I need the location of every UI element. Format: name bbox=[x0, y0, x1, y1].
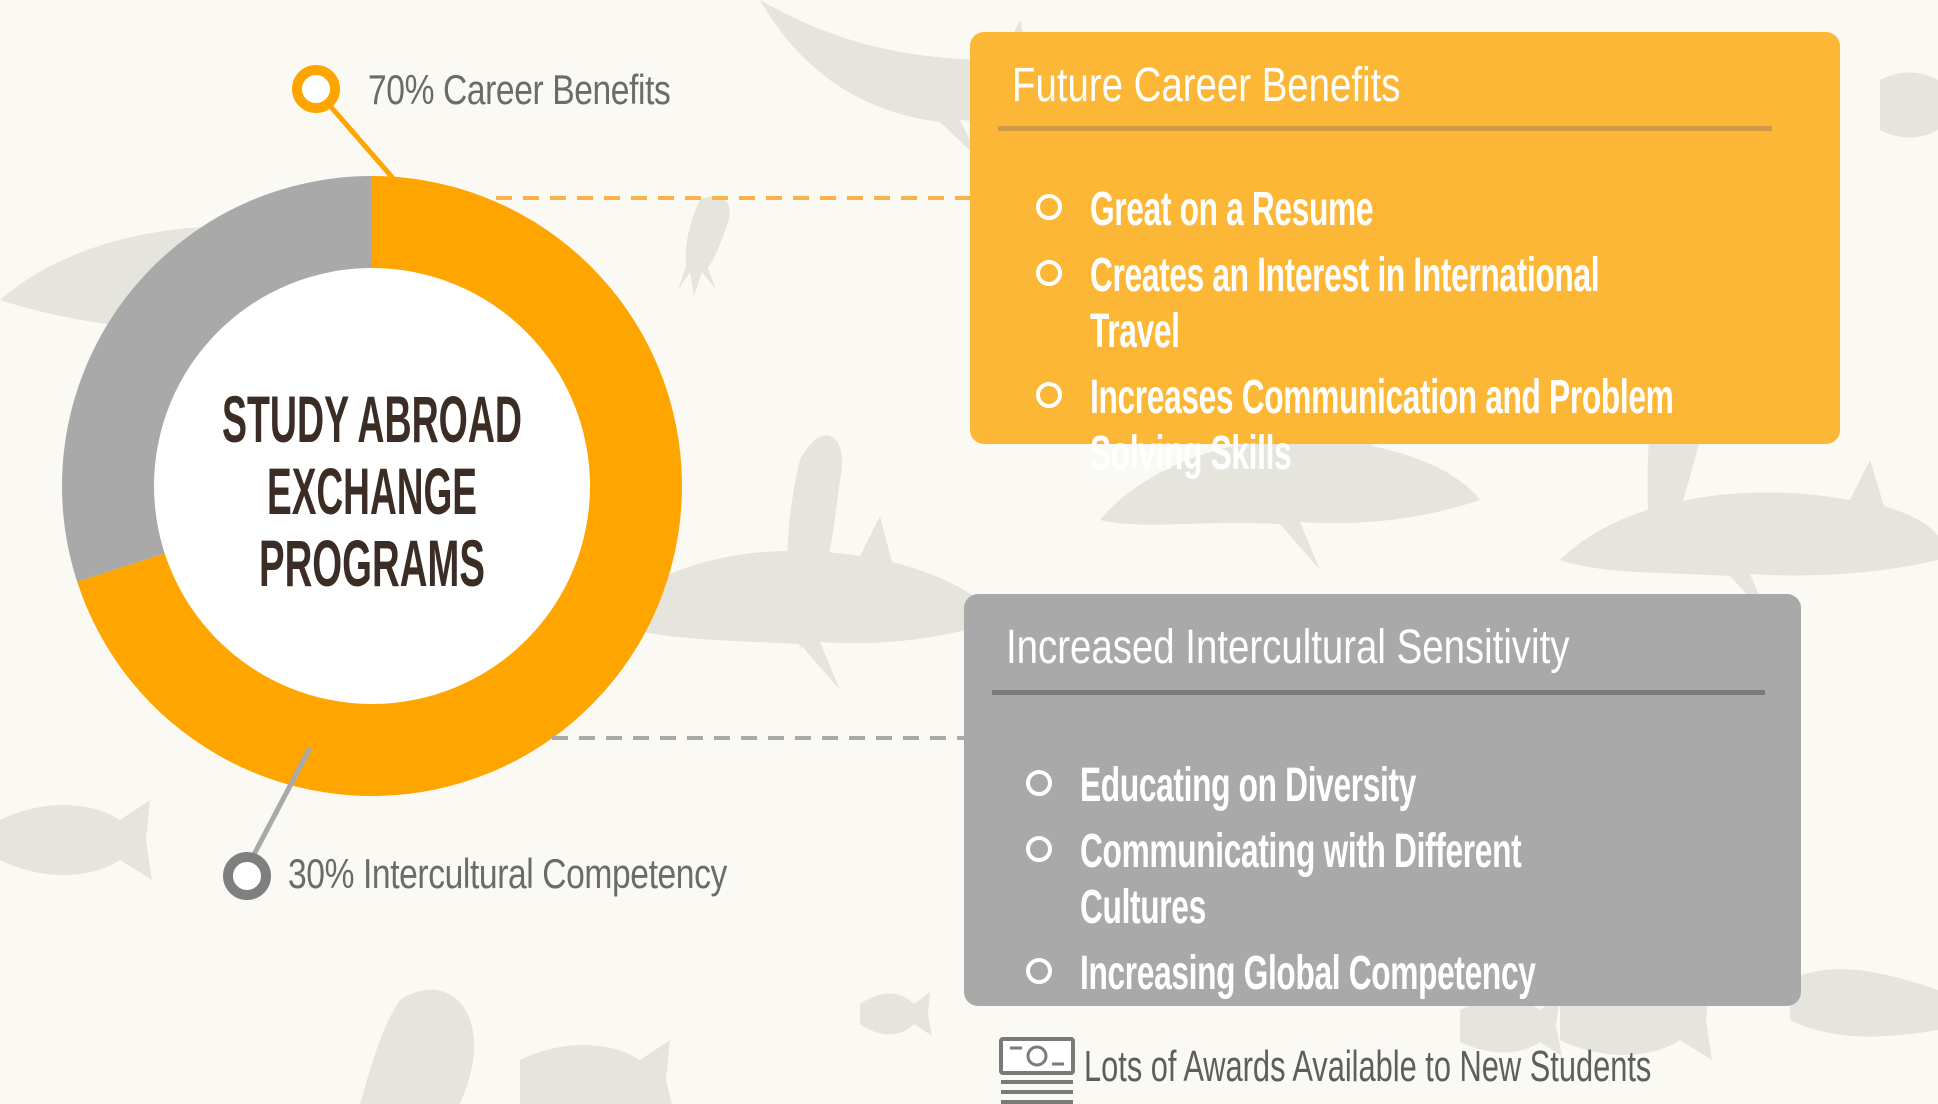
career-benefits-title: Future Career Benefits bbox=[1012, 59, 1401, 112]
donut-hole bbox=[154, 268, 590, 704]
chart-center-label-line-3: PROGRAMS bbox=[259, 526, 485, 600]
money-bill-icon bbox=[999, 1037, 1075, 1104]
list-item-text: Creates an Interest in International Tra… bbox=[1090, 249, 1600, 358]
list-item-text: Great on a Resume bbox=[1090, 183, 1374, 236]
list-item-text: Increases Communication and Problem Solv… bbox=[1090, 371, 1674, 480]
career-percentage-callout: 70% Career Benefits bbox=[368, 66, 671, 113]
awards-text: Lots of Awards Available to New Students bbox=[1084, 1042, 1652, 1091]
squid-silhouette-icon bbox=[1790, 969, 1938, 1037]
intercultural-sensitivity-list: Educating on Diversity Communicating wit… bbox=[1026, 758, 1938, 1012]
list-item: Educating on Diversity bbox=[1026, 758, 1938, 814]
chart-center-label-line-2: EXCHANGE bbox=[267, 454, 477, 528]
intercultural-leader-marker bbox=[223, 852, 271, 900]
circle-bullet-icon bbox=[1036, 194, 1062, 220]
squid-silhouette-icon bbox=[778, 435, 842, 650]
fish-silhouette-icon bbox=[520, 1040, 672, 1104]
intercultural-sensitivity-divider bbox=[992, 690, 1765, 695]
list-item: Creates an Interest in International Tra… bbox=[1036, 248, 1938, 360]
intercultural-sensitivity-title: Increased Intercultural Sensitivity bbox=[1006, 621, 1570, 674]
circle-bullet-icon bbox=[1026, 770, 1052, 796]
intercultural-leader-line bbox=[247, 746, 313, 864]
shark-silhouette-icon bbox=[1560, 460, 1938, 620]
list-item: Great on a Resume bbox=[1036, 182, 1938, 238]
chart-center-label-line-1: STUDY ABROAD bbox=[222, 382, 522, 456]
circle-bullet-icon bbox=[1026, 958, 1052, 984]
circle-bullet-icon bbox=[1036, 260, 1062, 286]
shark-silhouette-icon bbox=[1100, 400, 1480, 570]
career-benefits-divider bbox=[998, 126, 1772, 131]
circle-bullet-icon bbox=[1026, 836, 1052, 862]
fish-silhouette-icon bbox=[0, 800, 152, 880]
list-item: Increasing Global Competency bbox=[1026, 946, 1938, 1002]
career-benefits-card: Future Career Benefits Great on a Resume… bbox=[970, 32, 1840, 480]
fish-silhouette-icon bbox=[860, 992, 932, 1036]
list-item-text: Educating on Diversity bbox=[1080, 759, 1417, 812]
awards-note: Lots of Awards Available to New Students bbox=[998, 1036, 1894, 1104]
squid-silhouette-icon bbox=[360, 989, 475, 1104]
list-item-text: Increasing Global Competency bbox=[1080, 947, 1536, 1000]
list-item-text: Communicating with Different Cultures bbox=[1080, 825, 1522, 934]
fish-silhouette-icon bbox=[1460, 996, 1562, 1056]
list-item: Communicating with Different Cultures bbox=[1026, 824, 1938, 936]
squid-silhouette-icon bbox=[678, 196, 730, 296]
intercultural-percentage-callout: 30% Intercultural Competency bbox=[288, 850, 727, 897]
list-item: Increases Communication and Problem Solv… bbox=[1036, 370, 1938, 482]
intercultural-sensitivity-card: Increased Intercultural Sensitivity Educ… bbox=[964, 594, 1801, 1006]
fish-silhouette-icon bbox=[1880, 72, 1938, 138]
career-leader-marker bbox=[292, 65, 340, 113]
circle-bullet-icon bbox=[1036, 382, 1062, 408]
career-benefits-list: Great on a Resume Creates an Interest in… bbox=[1036, 182, 1938, 492]
